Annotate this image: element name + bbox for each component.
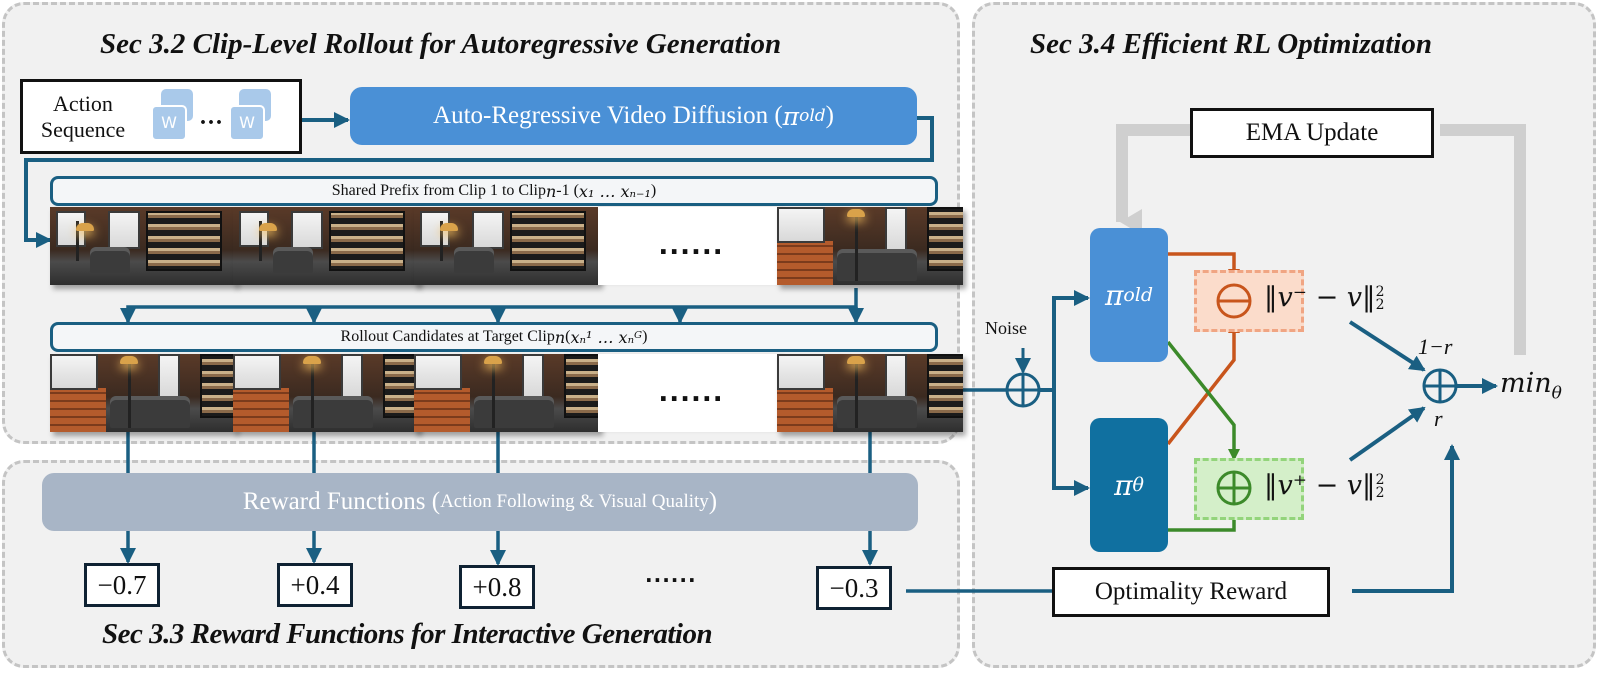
- key-w-icon: W: [151, 88, 195, 145]
- prefix-frame: [777, 207, 963, 285]
- room-scene-image: [50, 354, 236, 432]
- action-sequence-label: Action Sequence: [40, 90, 126, 142]
- rollout-candidate-frame: [50, 354, 236, 432]
- loss-negative-box: [1194, 270, 1304, 332]
- arrow-loss-neg-to-sum: [1348, 320, 1426, 372]
- action-ellipsis: ···: [199, 110, 224, 136]
- reward-functions-bar: Reward Functions (Action Following & Vis…: [42, 473, 918, 531]
- reward-value-1: −0.7: [84, 563, 160, 607]
- arrow-pi-old-to-plus: [1166, 340, 1240, 461]
- prefix-ellipsis: ......: [598, 207, 784, 285]
- objective-min-theta: minθ: [1500, 368, 1562, 404]
- reward-value-4: −0.3: [816, 566, 892, 610]
- arrow-pi-theta-to-minus: [1166, 321, 1240, 446]
- room-scene-image: [233, 207, 419, 285]
- subtract-icon: [1216, 283, 1252, 319]
- action-sequence-box: Action Sequence W ··· W: [20, 79, 302, 154]
- key-w-icon: W: [229, 88, 273, 145]
- room-scene-image: [233, 354, 419, 432]
- rollout-candidate-frame: [414, 354, 600, 432]
- ema-update-box: EMA Update: [1190, 108, 1434, 158]
- rollout-candidate-frame: [777, 354, 963, 432]
- arrow-model-to-frames: [24, 116, 934, 248]
- room-scene-image: [777, 354, 963, 432]
- section-title-rollout: Sec 3.2 Clip-Level Rollout for Autoregre…: [100, 28, 782, 60]
- prefix-frame: [414, 207, 600, 285]
- weight-r: r: [1434, 406, 1443, 431]
- add-icon: [1216, 470, 1252, 506]
- optimality-reward-box: Optimality Reward: [1052, 567, 1330, 617]
- arrow-loss-pos-to-sum: [1348, 406, 1426, 462]
- rollout-candidate-frame: [233, 354, 419, 432]
- reward-value-3: +0.8: [459, 565, 535, 609]
- section-title-reward: Sec 3.3 Reward Functions for Interactive…: [102, 618, 713, 650]
- reward-value-2: +0.4: [277, 563, 353, 607]
- rollout-branch-line: [120, 288, 858, 324]
- reward-value-ellipsis: ......: [645, 563, 697, 587]
- room-scene-image: [414, 207, 600, 285]
- room-scene-image: [414, 354, 600, 432]
- arrow-optimality-to-sum: [1352, 444, 1460, 593]
- room-scene-image: [777, 207, 963, 285]
- room-scene-image: [50, 207, 236, 285]
- section-title-rl: Sec 3.4 Efficient RL Optimization: [1030, 28, 1432, 60]
- arrow-noise-to-pi-old: [1039, 290, 1090, 392]
- shared-prefix-bar: Shared Prefix from Clip 1 to Clip n-1 (x…: [50, 176, 938, 206]
- prefix-frame: [50, 207, 236, 285]
- weight-one-minus-r: 1−r: [1418, 334, 1453, 359]
- prefix-frame: [233, 207, 419, 285]
- rollout-candidate-ellipsis: ......: [598, 354, 784, 432]
- arrow-noise-to-pi-theta: [1052, 390, 1090, 496]
- noise-label: Noise: [985, 318, 1027, 338]
- rollout-candidates-bar: Rollout Candidates at Target Clip n (xₙ¹…: [50, 322, 938, 352]
- ema-loop-line: [1122, 124, 1526, 355]
